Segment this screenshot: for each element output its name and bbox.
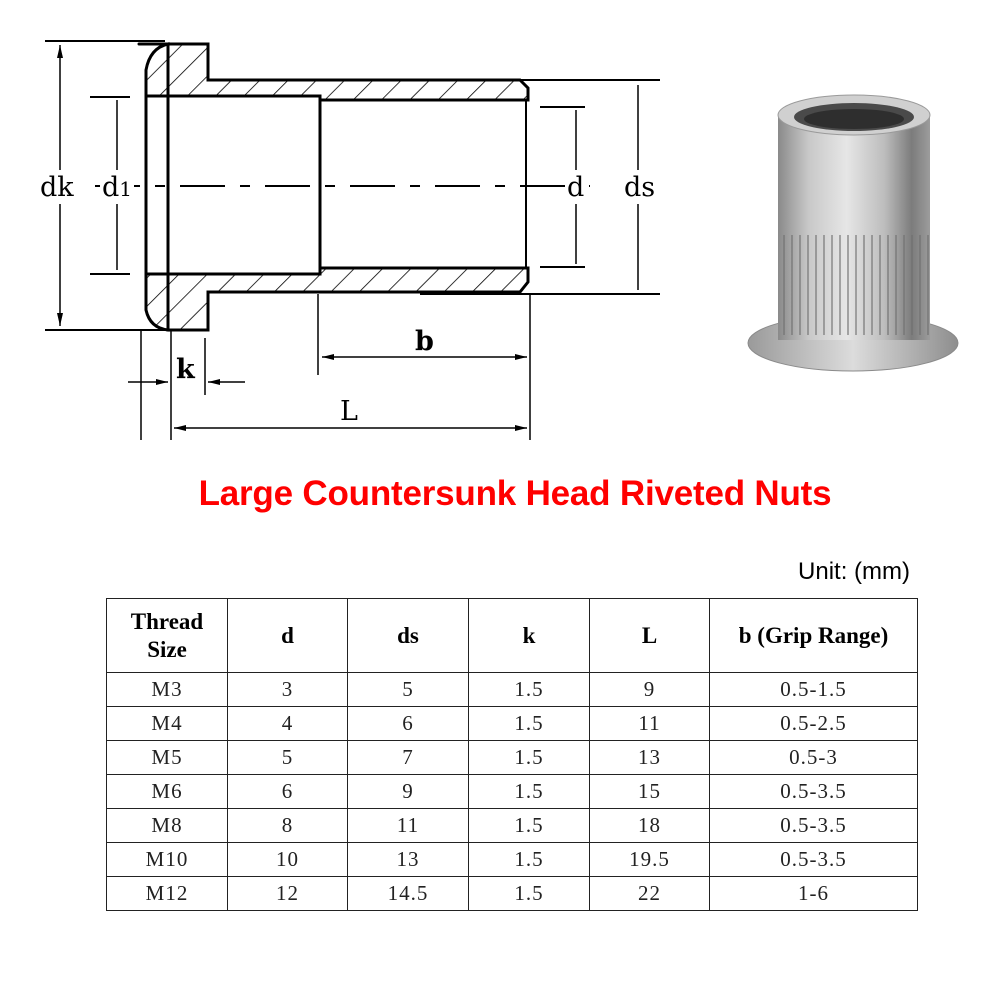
- label-L: L: [340, 396, 358, 427]
- cross-section-diagram: dk d1 d ds k b: [0, 0, 700, 460]
- header-d: d: [227, 598, 348, 673]
- label-ds: ds: [624, 172, 655, 203]
- cell-k: 1.5: [468, 774, 590, 809]
- cell-k: 1.5: [468, 706, 590, 741]
- table-row: M5 5 7 1.5 13 0.5-3: [106, 740, 918, 775]
- label-d1: d1: [102, 172, 132, 203]
- cell-L: 11: [589, 706, 710, 741]
- table-row: M8 8 11 1.5 18 0.5-3.5: [106, 808, 918, 843]
- label-k: k: [176, 354, 196, 385]
- cell-ds: 13: [347, 842, 469, 877]
- product-photo: [740, 75, 965, 395]
- cell-thread-size: M6: [106, 774, 228, 809]
- cell-ds: 11: [347, 808, 469, 843]
- cell-L: 19.5: [589, 842, 710, 877]
- rivet-nut-photo-icon: [747, 94, 959, 372]
- cell-d: 3: [227, 672, 348, 707]
- cell-k: 1.5: [468, 740, 590, 775]
- cell-ds: 6: [347, 706, 469, 741]
- upper-wall-section: [137, 42, 530, 102]
- lower-wall-section: [166, 266, 530, 332]
- header-L: L: [589, 598, 710, 673]
- header-k: k: [468, 598, 590, 673]
- cell-L: 22: [589, 876, 710, 911]
- table-header-row: Thread Size d ds k L b (Grip Range): [106, 598, 918, 673]
- cell-k: 1.5: [468, 842, 590, 877]
- cell-grip-range: 1-6: [709, 876, 918, 911]
- cell-d: 4: [227, 706, 348, 741]
- cell-L: 15: [589, 774, 710, 809]
- cell-thread-size: M12: [106, 876, 228, 911]
- cell-grip-range: 0.5-3.5: [709, 842, 918, 877]
- cell-grip-range: 0.5-3: [709, 740, 918, 775]
- cell-d: 12: [227, 876, 348, 911]
- label-dk: dk: [40, 172, 74, 203]
- cell-L: 9: [589, 672, 710, 707]
- cell-grip-range: 0.5-1.5: [709, 672, 918, 707]
- table-row: M6 6 9 1.5 15 0.5-3.5: [106, 774, 918, 809]
- cell-grip-range: 0.5-2.5: [709, 706, 918, 741]
- table-row: M4 4 6 1.5 11 0.5-2.5: [106, 706, 918, 741]
- page-title: Large Countersunk Head Riveted Nuts: [198, 474, 832, 513]
- header-grip-range: b (Grip Range): [709, 598, 918, 673]
- cell-ds: 5: [347, 672, 469, 707]
- cell-d: 8: [227, 808, 348, 843]
- cell-d: 10: [227, 842, 348, 877]
- cell-k: 1.5: [468, 808, 590, 843]
- cell-ds: 9: [347, 774, 469, 809]
- cell-grip-range: 0.5-3.5: [709, 774, 918, 809]
- cell-k: 1.5: [468, 876, 590, 911]
- cell-thread-size: M3: [106, 672, 228, 707]
- cell-thread-size: M5: [106, 740, 228, 775]
- header-thread-size: Thread Size: [106, 598, 228, 673]
- table-row: M3 3 5 1.5 9 0.5-1.5: [106, 672, 918, 707]
- cell-thread-size: M4: [106, 706, 228, 741]
- cell-thread-size: M8: [106, 808, 228, 843]
- cell-thread-size: M10: [106, 842, 228, 877]
- table-row: M12 12 14.5 1.5 22 1-6: [106, 876, 918, 911]
- header-ds: ds: [347, 598, 469, 673]
- cell-ds: 7: [347, 740, 469, 775]
- unit-label: Unit: (mm): [798, 558, 910, 585]
- cell-grip-range: 0.5-3.5: [709, 808, 918, 843]
- spec-table: Thread Size d ds k L b (Grip Range) M3 3…: [106, 598, 918, 911]
- cell-d: 5: [227, 740, 348, 775]
- cell-k: 1.5: [468, 672, 590, 707]
- cell-L: 13: [589, 740, 710, 775]
- table-row: M10 10 13 1.5 19.5 0.5-3.5: [106, 842, 918, 877]
- cell-L: 18: [589, 808, 710, 843]
- cell-ds: 14.5: [347, 876, 469, 911]
- label-d: d: [567, 172, 584, 203]
- label-b: b: [415, 326, 434, 357]
- rivet-nut-drawing: dk d1 d ds k b: [38, 40, 666, 440]
- cell-d: 6: [227, 774, 348, 809]
